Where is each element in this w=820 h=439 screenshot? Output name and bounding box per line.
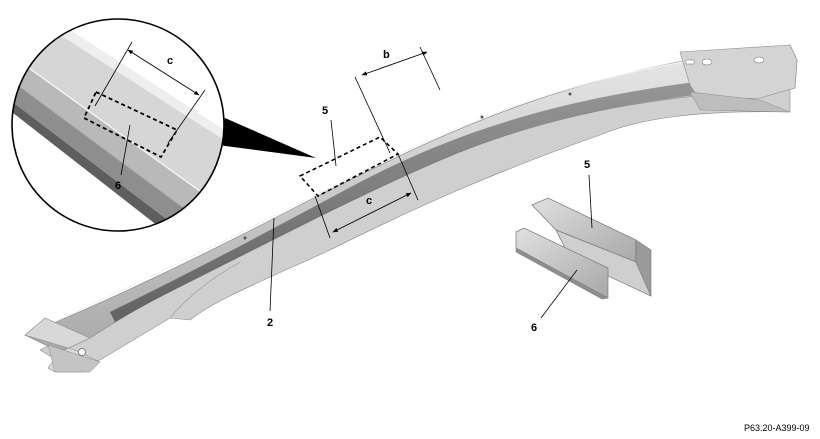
cut-area-outline-detail: [82, 90, 179, 159]
leader-2: [269, 217, 275, 312]
figure-reference: P63.20-A399-09: [744, 423, 810, 433]
dimension-b: [354, 46, 441, 154]
leader-6-loose: [540, 269, 578, 319]
dim-c-detail-label: c: [167, 55, 173, 67]
leader-5-loose: [588, 174, 593, 229]
dimension-c-main: [314, 153, 419, 239]
callout-5-main: 5: [322, 105, 328, 117]
dim-b-label: b: [383, 49, 390, 61]
leader-6-detail: [120, 124, 131, 176]
rear-rail-part: [24, 44, 798, 373]
reinforcement-part-5: [531, 197, 652, 297]
callout-5-loose: 5: [584, 159, 590, 171]
dim-c-main-label: c: [366, 195, 372, 207]
callout-6-detail: 6: [115, 180, 121, 192]
leader-5-main: [330, 119, 337, 167]
reinforcement-part-6: [515, 227, 609, 300]
callout-6-loose: 6: [531, 322, 537, 334]
callout-2: 2: [267, 317, 273, 329]
dimension-c-detail: [94, 41, 206, 144]
